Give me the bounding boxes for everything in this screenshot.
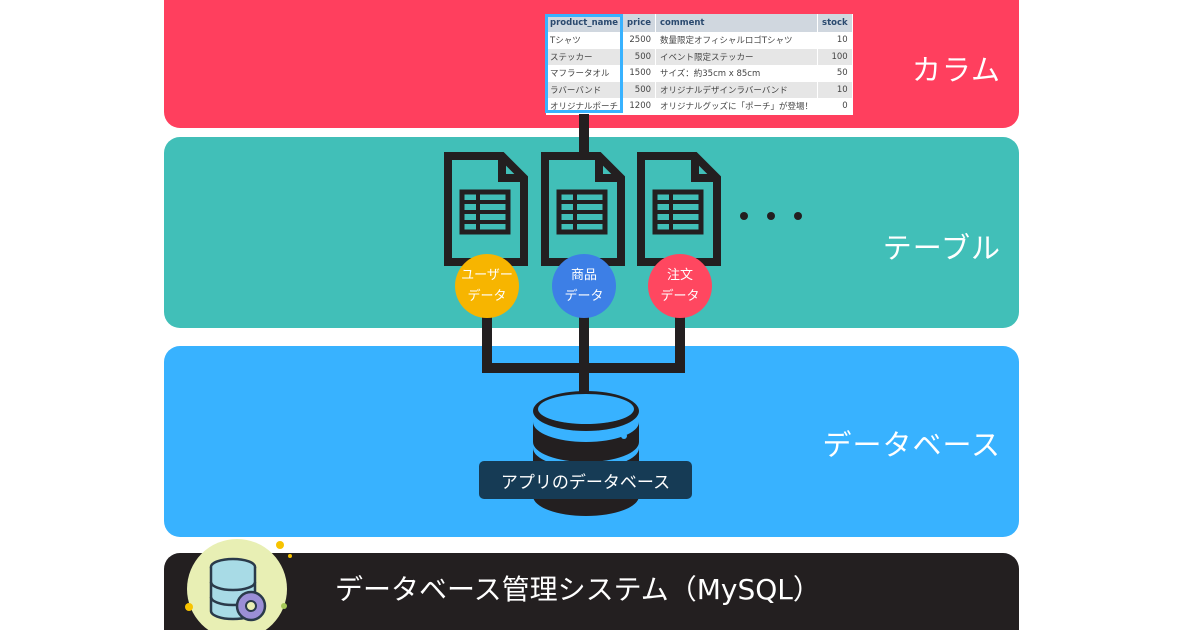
database-gear-icon	[185, 539, 292, 630]
database-caption: アプリのデータベース	[479, 461, 692, 499]
document-table-icon	[637, 152, 721, 266]
table-header: product_name	[546, 14, 624, 32]
database-layer-label: データベース	[822, 428, 1001, 462]
table-header: stock	[817, 14, 853, 32]
table-header: price	[622, 14, 657, 32]
table-layer-label: テーブル	[882, 231, 1001, 265]
table-badge-user-data: ユーザー データ	[455, 254, 519, 318]
table-cell: 10	[817, 81, 853, 98]
table-cell: ラバーバンド	[546, 81, 624, 98]
badge-line1: 商品	[570, 268, 597, 283]
badge-line2: データ	[467, 289, 507, 304]
table-header: comment	[655, 14, 819, 32]
table-cell: 500	[622, 48, 657, 65]
table-cell: オリジナルデザインラバーバンド	[655, 81, 819, 98]
table-badge-order-data: 注文 データ	[648, 254, 712, 318]
column-layer-label: カラム	[911, 53, 1001, 87]
table-cell: サイズ：約35cm x 85cm	[655, 65, 819, 82]
dbms-layer-label: データベース管理システム（MySQL）	[335, 573, 821, 606]
table-badge-product-data: 商品 データ	[552, 254, 616, 318]
table-cell: 2500	[622, 32, 657, 49]
dbms-layer	[164, 553, 1019, 630]
table-cell: イベント限定ステッカー	[655, 48, 819, 65]
table-cell: ステッカー	[546, 48, 624, 65]
table-cell: 10	[817, 32, 853, 49]
document-table-icon	[541, 152, 625, 266]
table-cell: 0	[817, 98, 853, 115]
badge-line1: 注文	[666, 268, 693, 283]
badge-line1: ユーザー	[461, 268, 513, 283]
table-cell: オリジナルグッズに「ポーチ」が登場！	[655, 98, 819, 115]
table-cell: 数量限定オフィシャルロゴTシャツ	[655, 32, 819, 49]
table-cell: 500	[622, 81, 657, 98]
badge-line2: データ	[660, 289, 700, 304]
badge-line2: データ	[564, 289, 604, 304]
more-tables-ellipsis	[740, 212, 802, 220]
table-cell: 1200	[622, 98, 657, 115]
table-cell: 100	[817, 48, 853, 65]
document-table-icon	[444, 152, 528, 266]
table-cell: 50	[817, 65, 853, 82]
table-cell: 1500	[622, 65, 657, 82]
